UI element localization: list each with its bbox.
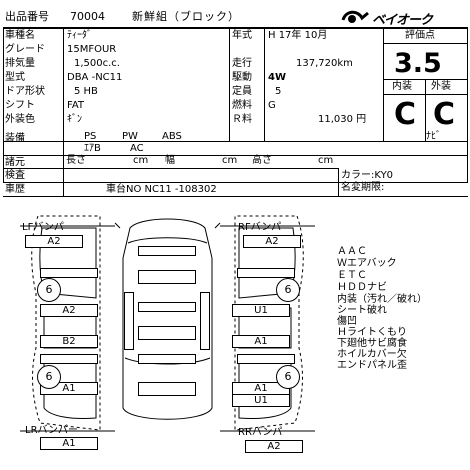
- specs-label: 諸元: [5, 157, 25, 168]
- model-value: DBA -NC11: [67, 72, 123, 83]
- note-airbag: Ｗエアバック: [337, 258, 397, 269]
- spec-width: 幅: [165, 155, 175, 166]
- grade-value: 15MFOUR: [67, 44, 117, 55]
- panel-left-rear: [40, 354, 98, 364]
- wheel-left-front: 6: [37, 278, 61, 302]
- drive-value: 4W: [268, 72, 286, 83]
- mileage-value: 137,720km: [296, 58, 353, 69]
- note-interior-dirty: 内装（汚れ／破れ）: [337, 294, 427, 305]
- interior-grade: C: [394, 97, 417, 132]
- panel-center-left: [124, 292, 134, 350]
- lf-bumper-code: A2: [25, 235, 83, 248]
- spec-height-unit: cm: [318, 155, 334, 166]
- color-label: 外装色: [5, 114, 35, 125]
- color-code: カラー:KY0: [341, 170, 394, 181]
- spec-width-unit: cm: [222, 155, 238, 166]
- rf-bumper-code: A2: [243, 235, 301, 248]
- color-value: ｷﾞﾝ: [67, 114, 82, 125]
- rating-score: 3.5: [394, 48, 442, 79]
- displacement-value: 1,500c.c.: [74, 58, 120, 69]
- year-label: 年式: [232, 30, 252, 41]
- price-value: 11,030 円: [318, 114, 367, 125]
- equip-pw: PW: [122, 131, 138, 142]
- car-diagram: [20, 215, 315, 432]
- price-label: Ｒ料: [232, 114, 252, 125]
- panel-roof-2: [138, 326, 196, 340]
- spec-length-unit: cm: [133, 155, 149, 166]
- history-label: 車歴: [5, 184, 25, 195]
- rr-bumper-label: RRバンパー: [238, 427, 293, 438]
- inspection-label: 検査: [5, 170, 25, 181]
- displacement-label: 排気量: [5, 58, 35, 69]
- right-mid-code-1: U1: [232, 304, 290, 317]
- note-wheel-cover: ホイルカバー欠: [337, 349, 407, 360]
- exterior-grade: C: [433, 97, 456, 132]
- lr-bumper-label: LRバンパー: [25, 425, 79, 436]
- right-mid-code-2: A1: [232, 335, 290, 348]
- equip-airbag: ｴｱB: [84, 143, 101, 154]
- logo-text: ベイオーク: [372, 13, 433, 28]
- rf-bumper-label: RFバンパー: [238, 222, 292, 233]
- panel-right-front: [237, 268, 295, 278]
- mileage-label: 走行: [232, 58, 252, 69]
- note-rust: 下廻他サビ腐食: [337, 338, 407, 349]
- lr-bumper-code: A1: [40, 437, 98, 450]
- capacity-label: 定員: [232, 86, 252, 97]
- lf-bumper-label: LFバンパー: [22, 222, 74, 233]
- equipment-label: 装備: [5, 133, 25, 144]
- equip-navi: ﾅﾋﾞ: [426, 131, 441, 142]
- fuel-label: 燃料: [232, 100, 252, 111]
- drive-label: 駆動: [232, 72, 252, 83]
- year-value: H 17年 10月: [268, 30, 328, 41]
- left-mid-code-2: B2: [40, 335, 98, 348]
- doors-label: ドア形状: [5, 86, 45, 97]
- panel-trunk-1: [138, 354, 196, 364]
- note-scratch-dent: 傷凹: [337, 316, 357, 327]
- wheel-right-rear: 6: [276, 365, 300, 389]
- panel-left-front: [40, 268, 98, 278]
- right-rear-code-2: U1: [232, 394, 290, 407]
- interior-label: 内装: [392, 81, 412, 92]
- exterior-label: 外装: [431, 81, 451, 92]
- wheel-right-front: 6: [276, 278, 300, 302]
- panel-center-right: [200, 292, 210, 350]
- fuel-value: G: [268, 100, 276, 111]
- name-deadline: 名変期限:: [341, 182, 385, 193]
- capacity-value: 5: [275, 86, 282, 97]
- equip-ac: AC: [130, 143, 144, 154]
- shift-label: シフト: [5, 100, 35, 111]
- chassis-number: 車台NO NC11 -108302: [106, 184, 217, 195]
- grade-label: グレード: [5, 44, 45, 55]
- equip-ps: PS: [84, 131, 97, 142]
- left-mid-code-1: A2: [40, 304, 98, 317]
- note-hdd-navi: ＨＤＤナビ: [337, 282, 387, 293]
- name-label: 車種名: [5, 30, 35, 41]
- lot-number: 70004: [70, 10, 105, 23]
- model-label: 型式: [5, 72, 25, 83]
- rating-label: 評価点: [405, 30, 435, 41]
- bayauc-logo: ベイオーク: [340, 8, 465, 28]
- note-seat-torn: シート破れ: [337, 305, 387, 316]
- lot-label: 出品番号: [5, 10, 49, 23]
- note-end-panel: エンドパネル歪: [337, 360, 407, 371]
- auction-title: 新鮮組（ブロック）: [132, 10, 240, 23]
- wheel-left-rear: 6: [37, 365, 61, 389]
- equip-abs: ABS: [162, 131, 182, 142]
- rr-bumper-code: A2: [245, 440, 303, 453]
- panel-hood-2: [138, 270, 196, 284]
- note-etc: ＥＴＣ: [337, 270, 367, 281]
- spec-length: 長さ: [66, 155, 86, 166]
- panel-trunk-2: [138, 382, 196, 396]
- shift-value: FAT: [67, 100, 85, 111]
- panel-hood-1: [138, 246, 196, 256]
- panel-roof-1: [138, 302, 196, 312]
- note-headlight-fog: Ｈライトくもり: [337, 327, 407, 338]
- panel-right-rear: [237, 354, 295, 364]
- spec-height: 高さ: [252, 155, 272, 166]
- note-aac: ＡＡＣ: [337, 246, 367, 257]
- doors-value: 5 HB: [74, 86, 98, 97]
- name-value: ﾃｨｰﾀﾞ: [67, 30, 92, 41]
